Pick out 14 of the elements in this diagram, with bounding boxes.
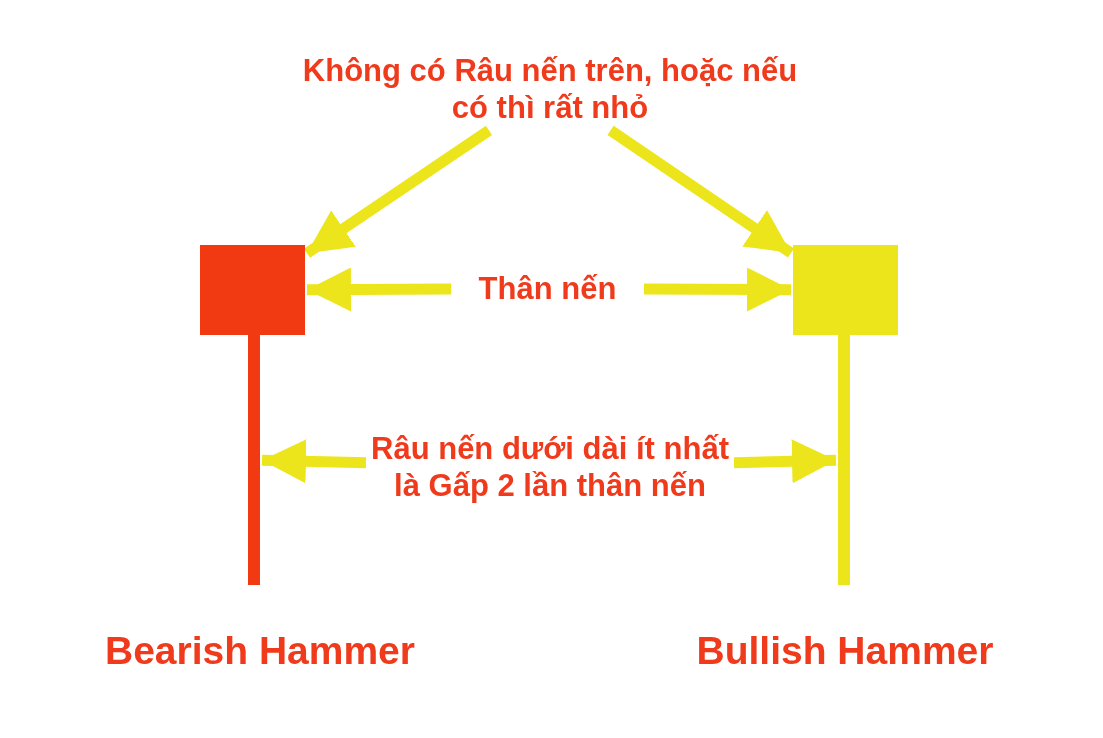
annotation-text: Không có Râu nến trên, hoặc nếu có thì rất nhỏ bbox=[290, 52, 810, 127]
arrow bbox=[307, 267, 452, 312]
annotation-text: Râu nến dưới dài ít nhất là Gấp 2 lần thân nến bbox=[370, 430, 730, 505]
candle-wick bbox=[838, 335, 850, 585]
arrow bbox=[261, 439, 367, 484]
arrow bbox=[607, 125, 795, 258]
annotation-text: Thân nến bbox=[455, 270, 640, 308]
candle-body bbox=[793, 245, 898, 335]
arrow bbox=[733, 439, 837, 484]
candle-label: Bearish Hammer bbox=[104, 628, 416, 674]
arrow bbox=[644, 267, 791, 312]
candle-wick bbox=[248, 335, 260, 585]
candle-label: Bullish Hammer bbox=[695, 628, 995, 674]
candle-body bbox=[200, 245, 305, 335]
